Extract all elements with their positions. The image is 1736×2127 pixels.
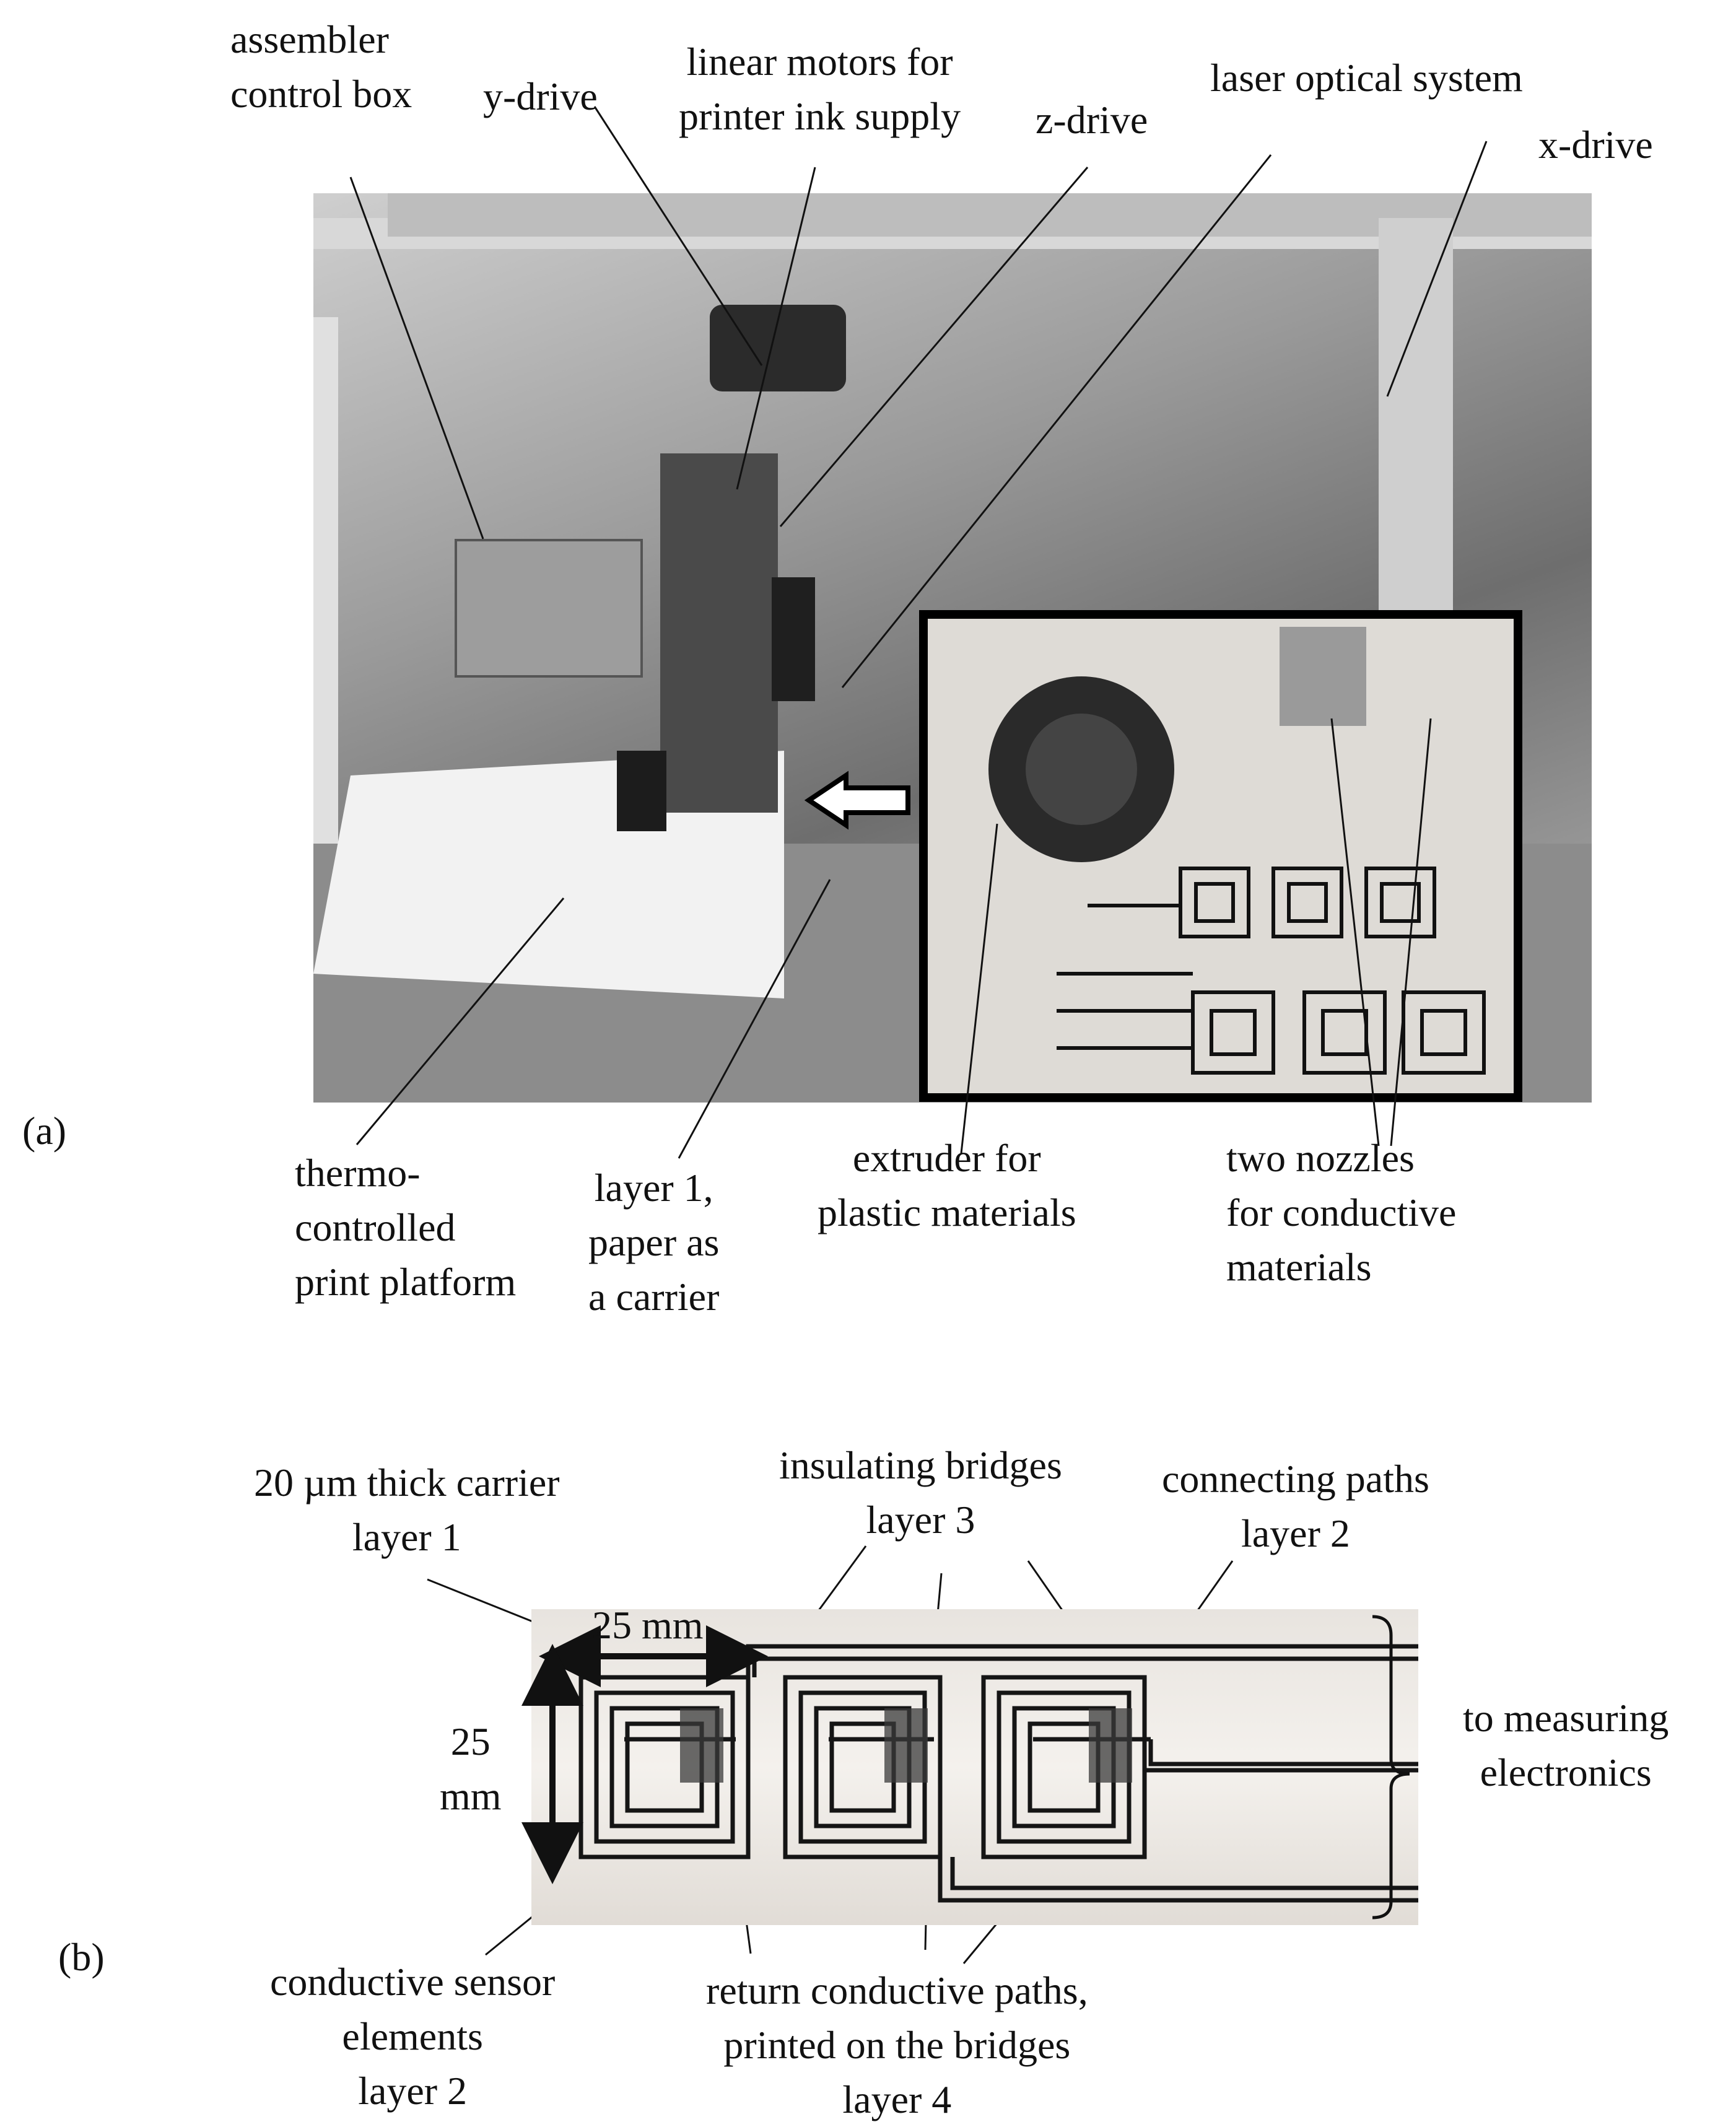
x-drive-leader: [1386, 141, 1488, 397]
z-drive-label: z-drive: [1036, 98, 1148, 142]
dimension-horizontal-label: 25 mm: [592, 1603, 704, 1647]
panel-b-marker: (b): [58, 1935, 105, 1979]
connecting-label: connecting paths layer 2: [1162, 1457, 1429, 1555]
bridge-2: [884, 1708, 928, 1783]
measuring-brace: [1372, 1615, 1410, 1920]
sensor-photo: [531, 1609, 1418, 1925]
extruder-label: extruder for plastic materials: [818, 1136, 1076, 1234]
laser-label: laser optical system: [1210, 56, 1523, 100]
z-drive-leader: [779, 167, 1089, 527]
y-drive-leader: [593, 106, 763, 366]
printer-photo-drawing: [313, 193, 1592, 1103]
bridge-1: [680, 1708, 723, 1783]
nozzle-leader-1: [1330, 718, 1380, 1146]
printer-photo: [313, 193, 1592, 1103]
sensor-traces: [578, 1644, 1418, 1903]
laser-leader: [841, 154, 1272, 688]
nozzle-leader-2: [1390, 718, 1432, 1146]
measuring-label: to measuring electronics: [1463, 1696, 1669, 1794]
layer1-leader: [678, 879, 831, 1159]
panel-a-marker: (a): [22, 1109, 67, 1153]
assembler-label: assembler control box: [230, 17, 412, 116]
thermo-label: thermo- controlled print platform: [295, 1151, 517, 1304]
bridge-3: [1089, 1708, 1132, 1783]
linear-motors-label: linear motors for printer ink supply: [679, 40, 961, 138]
thermo-leader: [355, 898, 565, 1145]
return-label: return conductive paths, printed on the …: [706, 1968, 1088, 2121]
sensor-label: conductive sensor elements layer 2: [270, 1960, 556, 2113]
carrier-leader: [427, 1578, 552, 1630]
linear-motors-leader: [736, 167, 816, 490]
extruder-leader: [960, 823, 998, 1154]
layer1-label: layer 1, paper as a carrier: [588, 1166, 720, 1319]
bridges-label: insulating bridges layer 3: [779, 1443, 1062, 1542]
nozzles-label: two nozzles for conductive materials: [1226, 1136, 1457, 1289]
assembler-leader: [349, 177, 484, 539]
x-drive-label: x-drive: [1538, 123, 1653, 167]
y-drive-label: y-drive: [483, 74, 598, 118]
carrier-label: 20 µm thick carrier layer 1: [254, 1461, 560, 1559]
dimension-vertical-label: 25 mm: [440, 1719, 502, 1818]
